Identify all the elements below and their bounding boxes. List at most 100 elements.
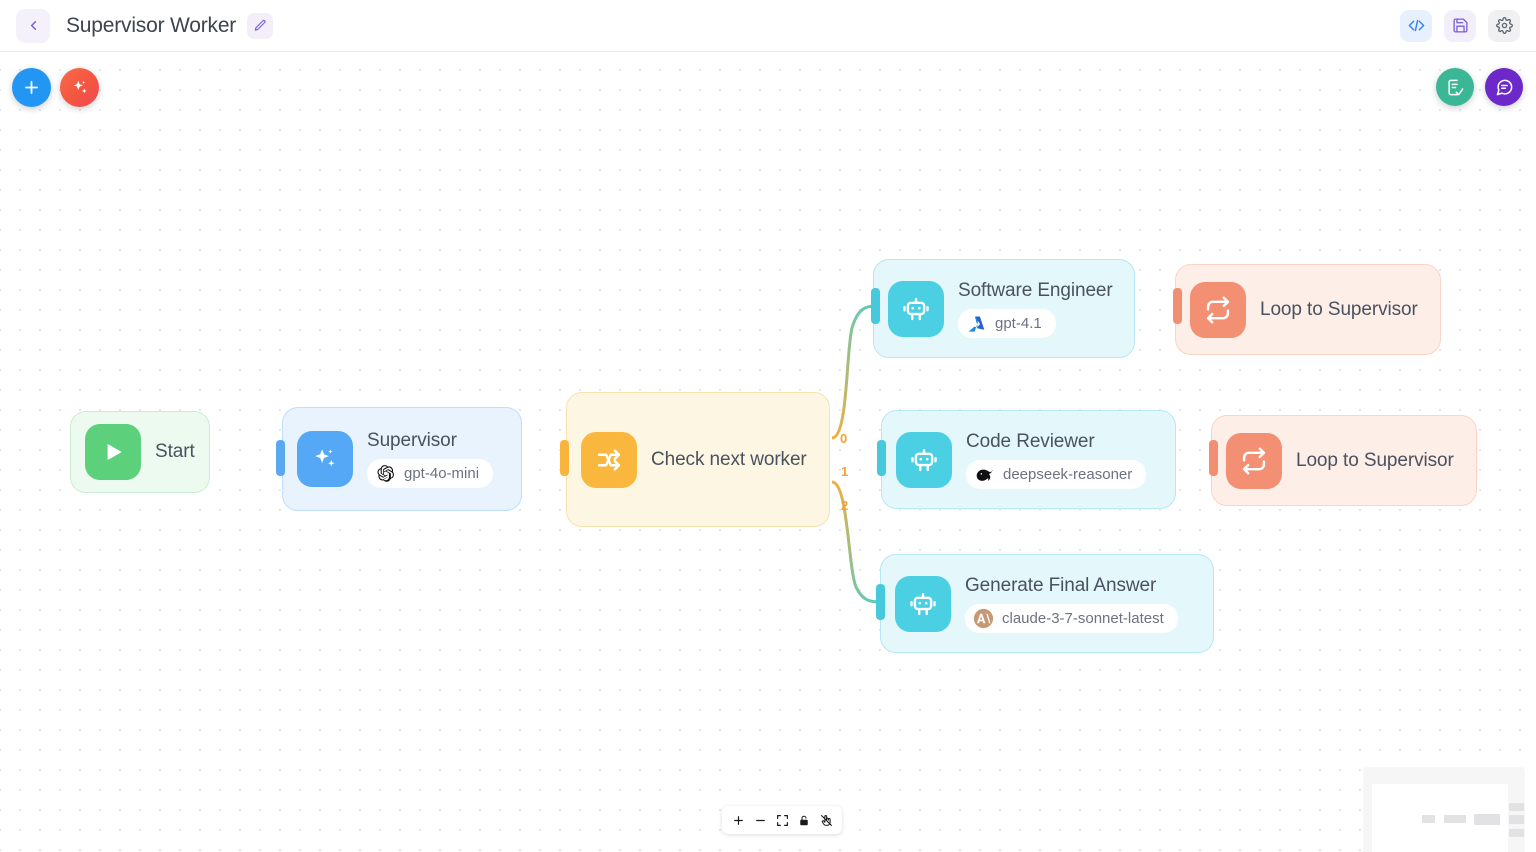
openai-logo-glyph [377,465,394,482]
node-loop-to-supervisor-1[interactable]: Loop to Supervisor [1175,264,1441,355]
openai-logo [375,463,396,484]
node-loop-to-supervisor-2[interactable]: Loop to Supervisor [1211,415,1477,506]
validate-workflow-button[interactable] [1436,68,1474,106]
node-loop-to-supervisor-1-title: Loop to Supervisor [1260,298,1418,320]
loop-1-node-icon [1190,281,1246,338]
azure-logo-glyph [968,316,985,332]
node-code-reviewer[interactable]: Code Reviewer deepseek-reasoner [881,410,1176,509]
node-start[interactable]: Start [70,411,210,493]
sparkles-icon [315,449,335,467]
node-code-reviewer-title: Code Reviewer [966,430,1095,452]
code-reviewer-node-body: Code Reviewer deepseek-reasoner [966,430,1147,489]
flow-controls [722,806,842,834]
model-name-software-engineer: gpt-4.1 [995,314,1042,332]
robot-icon [903,297,929,320]
chevron-left-icon [30,21,36,30]
gear-icon [1495,17,1513,34]
play-icon [107,443,122,461]
handle-loop-2-target[interactable] [1209,440,1218,476]
generate-final-answer-node-icon [895,575,951,632]
model-name-generate-final-answer: claude-3-7-sonnet-latest [1002,609,1164,627]
minimap-viewport [1372,784,1524,852]
minimap-node [1444,815,1466,823]
edge-branch-2 [831,480,883,604]
node-check-next-worker[interactable]: Check next worker [566,392,830,527]
anthropic-logo-glyph [973,608,994,628]
node-start-title: Start [155,441,195,462]
handle-software-engineer-target[interactable] [871,288,880,324]
edge-branch-0 [831,304,877,440]
zoom-in-button[interactable] [728,809,748,831]
loop-icon [1206,296,1230,323]
code-reviewer-node-icon [896,431,952,488]
code-brackets-icon [1408,19,1424,32]
chat-button[interactable] [1485,68,1523,106]
fit-view-icon [776,814,788,826]
code-view-button[interactable] [1400,9,1432,42]
node-supervisor[interactable]: Supervisor gpt-4o-mini [282,407,522,511]
minimap-node [1422,815,1435,823]
minimap-node [1509,803,1524,811]
handle-supervisor-target[interactable] [276,440,285,476]
flow-canvas[interactable]: Start Supervisor [0,52,1536,852]
back-button[interactable] [16,8,50,43]
supervisor-node-body: Supervisor gpt-4o-mini [367,430,494,488]
node-loop-to-supervisor-2-title: Loop to Supervisor [1296,449,1454,471]
ai-assist-button[interactable] [60,68,99,107]
model-badge-code-reviewer[interactable]: deepseek-reasoner [966,459,1147,489]
anthropic-logo [973,608,994,629]
page-title: Supervisor Worker [66,13,237,37]
deepseek-whale-glyph [976,469,993,481]
edge-label-0: 0 [840,431,848,446]
model-badge-software-engineer[interactable]: gpt-4.1 [958,308,1056,338]
zoom-out-button[interactable] [750,809,770,831]
node-generate-final-answer-title: Generate Final Answer [965,574,1157,596]
edge-label-1: 1 [841,464,849,479]
loop-2-node-icon [1226,432,1282,489]
model-name-supervisor: gpt-4o-mini [404,465,480,482]
robot-icon [911,448,937,471]
chat-bubble-icon [1496,79,1512,95]
plus-icon [25,81,38,94]
minus-icon [755,819,765,821]
software-engineer-node-body: Software Engineer gpt-4.1 [958,280,1113,338]
model-badge-generate-final-answer[interactable]: claude-3-7-sonnet-latest [965,603,1178,633]
software-engineer-node-icon [888,280,944,337]
header-actions [1400,9,1520,42]
node-software-engineer[interactable]: Software Engineer gpt-4.1 [873,259,1135,358]
node-software-engineer-title: Software Engineer [958,279,1113,301]
start-node-icon [85,424,141,480]
plus-icon [733,815,743,825]
minimap[interactable] [1364,768,1524,852]
app-header: Supervisor Worker [0,0,1536,52]
edit-title-button[interactable] [247,12,274,39]
azure-logo [966,313,987,334]
edge-label-2: 2 [841,498,849,513]
toggle-lock-button[interactable] [794,809,814,831]
pencil-icon [254,19,266,31]
node-supervisor-title: Supervisor [367,430,457,451]
handle-code-reviewer-target[interactable] [877,440,886,476]
handle-check-target[interactable] [560,440,569,476]
node-generate-final-answer[interactable]: Generate Final Answer claude-3-7-sonnet-… [880,554,1214,653]
save-button[interactable] [1444,9,1476,42]
handle-generate-final-answer-target[interactable] [876,584,885,620]
floppy-disk-icon [1452,18,1468,33]
minimap-node [1474,814,1500,825]
minimap-node [1509,815,1524,824]
add-node-button[interactable] [12,68,51,107]
node-check-next-worker-title: Check next worker [651,448,807,470]
handle-loop-1-target[interactable] [1173,288,1182,324]
settings-button[interactable] [1488,9,1520,42]
toggle-interactivity-button[interactable] [816,809,836,831]
supervisor-node-icon [297,431,353,487]
document-check-icon [1447,79,1463,95]
branch-split-icon [597,448,621,471]
model-badge-supervisor[interactable]: gpt-4o-mini [367,459,494,488]
sparkles-icon [73,80,87,93]
lock-icon [800,815,808,825]
loop-icon [1242,447,1266,474]
fit-view-button[interactable] [772,809,792,831]
generate-final-answer-node-body: Generate Final Answer claude-3-7-sonnet-… [965,575,1178,633]
